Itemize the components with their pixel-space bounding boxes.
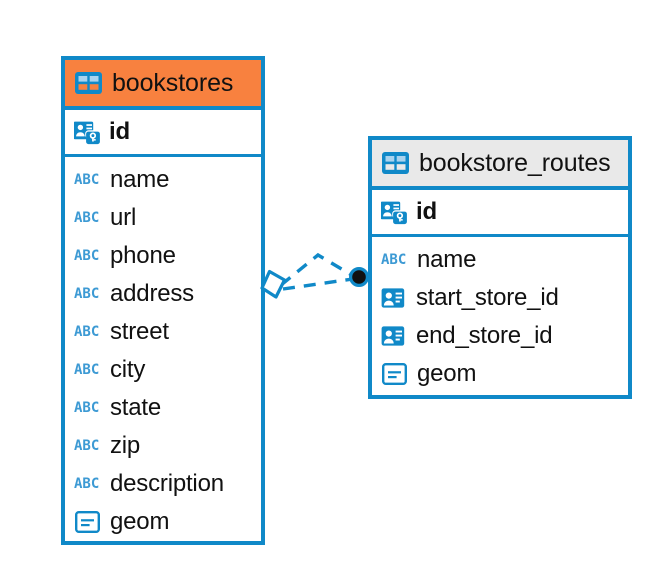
field-row-zip[interactable]: ABC zip: [65, 427, 261, 465]
entity-header-bookstores[interactable]: bookstores: [65, 60, 261, 110]
field-label: street: [110, 318, 169, 345]
text-abc-icon: ABC: [74, 210, 100, 226]
entity-header-bookstore-routes[interactable]: bookstore_routes: [372, 140, 628, 190]
text-abc-icon: ABC: [74, 324, 100, 340]
entity-title: bookstores: [112, 68, 234, 97]
relationship-line-upper: [279, 252, 356, 287]
field-label: url: [110, 204, 137, 231]
field-row-phone[interactable]: ABC phone: [65, 237, 261, 275]
field-label: name: [110, 166, 170, 193]
text-abc-icon: ABC: [74, 248, 100, 264]
field-row-name[interactable]: ABC name: [65, 161, 261, 199]
field-row-primary-key[interactable]: id: [65, 110, 261, 157]
text-abc-icon: ABC: [74, 286, 100, 302]
field-label: phone: [110, 242, 176, 269]
field-row-city[interactable]: ABC city: [65, 351, 261, 389]
field-label: id: [109, 118, 130, 145]
diamond-marker[interactable]: [260, 269, 287, 299]
primary-key-icon: [381, 199, 407, 225]
field-label: name: [417, 246, 477, 273]
field-label: geom: [110, 508, 170, 535]
table-icon: [381, 151, 409, 175]
entity-bookstores[interactable]: bookstores id ABC: [61, 56, 265, 545]
geometry-icon: [74, 511, 101, 533]
foreign-key-icon: [381, 285, 407, 311]
field-row-geom[interactable]: geom: [65, 503, 261, 541]
foreign-key-icon: [381, 323, 407, 349]
field-label: state: [110, 394, 162, 421]
field-row-street[interactable]: ABC street: [65, 313, 261, 351]
field-row-address[interactable]: ABC address: [65, 275, 261, 313]
text-abc-icon: ABC: [74, 400, 100, 416]
field-list-bookstore-routes: ABC name start_store_id: [372, 237, 628, 395]
primary-key-icon: [74, 119, 100, 145]
field-label: start_store_id: [416, 284, 559, 311]
text-abc-icon: ABC: [74, 476, 100, 492]
geometry-icon: [381, 363, 408, 385]
field-row-state[interactable]: ABC state: [65, 389, 261, 427]
text-abc-icon: ABC: [381, 252, 407, 268]
field-list-bookstores: ABC name ABC url ABC phone ABC address A…: [65, 157, 261, 543]
relationship-line-lower: [282, 277, 354, 291]
field-label: geom: [417, 360, 477, 387]
field-label: end_store_id: [416, 322, 553, 349]
field-label: description: [110, 470, 224, 497]
field-row-end-store-id[interactable]: end_store_id: [372, 317, 628, 355]
field-row-primary-key[interactable]: id: [372, 190, 628, 237]
entity-title: bookstore_routes: [419, 148, 611, 177]
table-icon: [74, 71, 102, 95]
field-label: zip: [110, 432, 141, 459]
text-abc-icon: ABC: [74, 172, 100, 188]
field-row-start-store-id[interactable]: start_store_id: [372, 279, 628, 317]
field-row-description[interactable]: ABC description: [65, 465, 261, 503]
field-label: id: [416, 198, 437, 225]
field-row-url[interactable]: ABC url: [65, 199, 261, 237]
field-row-geom[interactable]: geom: [372, 355, 628, 393]
text-abc-icon: ABC: [74, 438, 100, 454]
field-label: address: [110, 280, 194, 307]
entity-bookstore-routes[interactable]: bookstore_routes id ABC: [368, 136, 632, 399]
field-row-name[interactable]: ABC name: [372, 241, 628, 279]
text-abc-icon: ABC: [74, 362, 100, 378]
filled-circle-marker[interactable]: [349, 267, 370, 288]
field-label: city: [110, 356, 146, 383]
